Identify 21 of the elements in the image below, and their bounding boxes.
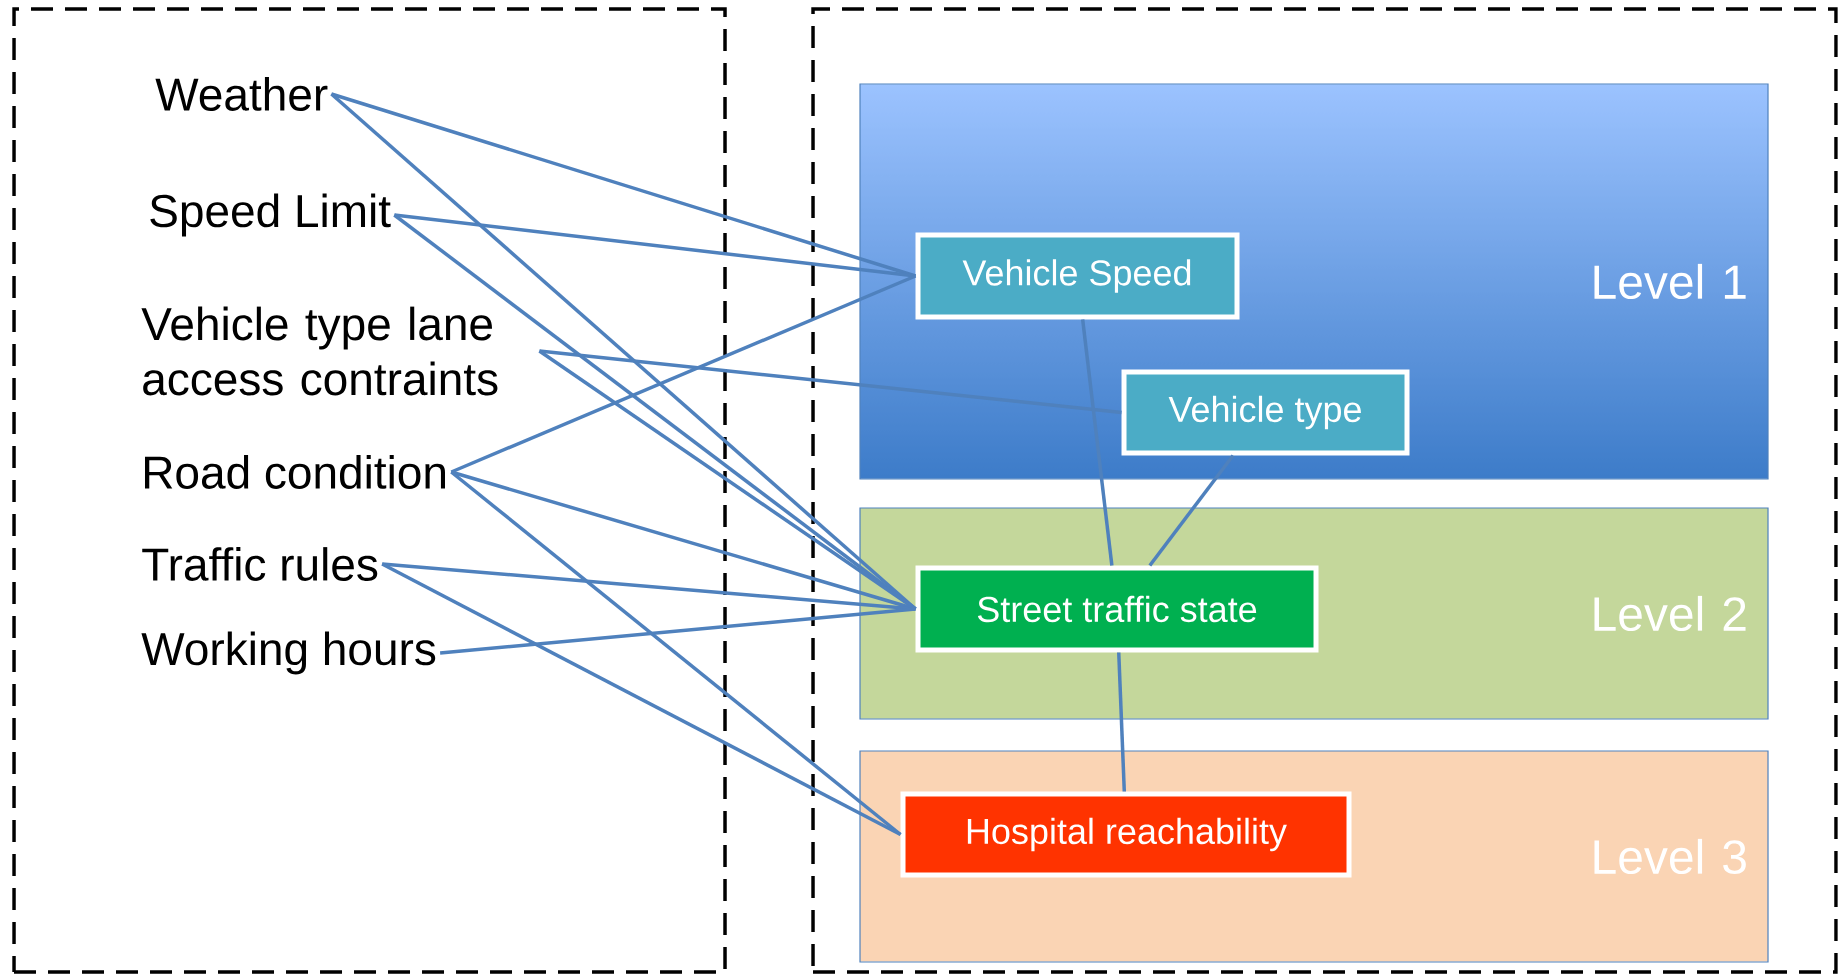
connector-line <box>439 607 916 655</box>
factor-label: Speed Limit <box>150 193 391 237</box>
concept-box: Hospital reachability <box>900 791 1352 878</box>
connector-line <box>1080 319 1114 566</box>
factor-label: Weather <box>155 77 328 111</box>
connector-line <box>450 274 917 474</box>
factor-label: Working hours <box>141 631 436 675</box>
factor-label: Traffic rules <box>142 547 378 581</box>
connector-line <box>394 213 916 278</box>
factor-label: Road condition <box>145 455 445 489</box>
dashed-panel <box>811 7 1838 974</box>
connector-line <box>539 349 1122 415</box>
connector-line <box>1117 652 1127 792</box>
concept-box: Vehicle type <box>1121 369 1410 456</box>
factor-label: Vehicle type lane access contraints <box>141 306 498 396</box>
connector-line <box>381 562 902 837</box>
connector-line <box>382 562 916 611</box>
connector-line <box>450 470 902 836</box>
concept-box: Vehicle Speed <box>915 232 1240 320</box>
concept-box: Street traffic state <box>915 565 1319 653</box>
dashed-panel <box>12 7 727 974</box>
